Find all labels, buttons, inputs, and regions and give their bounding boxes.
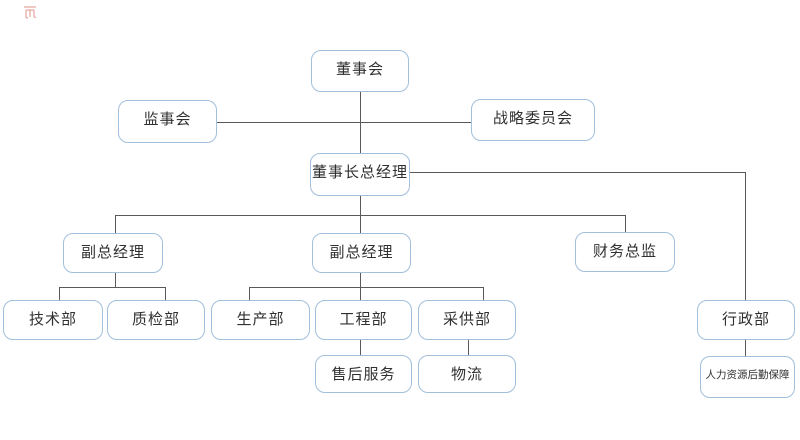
connector-left-sub-bus — [59, 287, 165, 289]
org-node-label-admin-dept: 行政部 — [721, 312, 770, 328]
connector-mid-sub-bus — [249, 287, 483, 289]
connector-bus-to-deputy-left — [115, 215, 117, 233]
org-node-admin-dept: 行政部 — [697, 300, 795, 340]
org-node-strategy-committee: 战略委员会 — [471, 99, 595, 141]
connector-board-to-chairman — [360, 92, 362, 153]
org-node-production-dept: 生产部 — [211, 300, 310, 340]
org-node-chairman-gm: 董事长总经理 — [310, 153, 410, 196]
connector-engineering-to-aftersales — [360, 340, 362, 355]
org-node-label-procurement-dept: 采供部 — [442, 312, 491, 328]
org-node-label-production-dept: 生产部 — [236, 312, 285, 328]
connector-bus-to-tech-dept — [59, 287, 61, 300]
connector-right-trunk-v-to-admin — [745, 172, 747, 300]
org-node-label-logistics: 物流 — [450, 367, 483, 383]
org-node-after-sales: 售后服务 — [315, 355, 412, 393]
org-node-board: 董事会 — [311, 50, 409, 92]
org-node-label-strategy-committee: 战略委员会 — [492, 111, 573, 127]
org-node-qc-dept: 质检部 — [107, 300, 205, 340]
org-node-label-board: 董事会 — [335, 62, 384, 78]
org-node-label-chairman-gm: 董事长总经理 — [311, 165, 408, 181]
org-node-label-deputy-gm-mid: 副总经理 — [329, 245, 394, 261]
org-node-label-hr-logistics-support: 人力资源后勤保障 — [705, 370, 790, 381]
connector-bus-to-procurement-dept — [483, 287, 485, 300]
org-node-label-finance-director: 财务总监 — [592, 244, 657, 260]
org-node-procurement-dept: 采供部 — [418, 300, 516, 340]
connector-deputy-left-down — [115, 273, 117, 287]
org-node-label-tech-dept: 技术部 — [28, 312, 77, 328]
org-node-finance-director: 财务总监 — [575, 232, 675, 272]
connector-chairman-down — [360, 196, 362, 233]
connector-procurement-to-logistics — [468, 340, 470, 355]
connector-deputy-mid-down — [360, 273, 362, 300]
connector-chairman-right-trunk-h — [410, 172, 746, 174]
org-node-label-after-sales: 售后服务 — [331, 367, 396, 383]
org-node-deputy-gm-mid: 副总经理 — [312, 233, 411, 273]
connector-admin-to-hr-support — [745, 340, 747, 356]
org-node-supervisory-board: 监事会 — [118, 100, 217, 143]
org-node-engineering-dept: 工程部 — [315, 300, 412, 340]
connector-level2-bus — [115, 215, 625, 217]
org-node-label-deputy-gm-left: 副总经理 — [80, 245, 145, 261]
org-node-label-qc-dept: 质检部 — [131, 312, 180, 328]
org-node-label-supervisory-board: 监事会 — [143, 112, 192, 128]
connector-bus-to-finance-director — [625, 215, 627, 232]
connector-bus-to-qc-dept — [165, 287, 167, 300]
org-node-logistics: 物流 — [418, 355, 516, 393]
org-node-label-engineering-dept: 工程部 — [339, 312, 388, 328]
red-watermark-icon — [24, 6, 37, 19]
org-node-hr-logistics-support: 人力资源后勤保障 — [700, 356, 795, 398]
org-node-deputy-gm-left: 副总经理 — [63, 233, 163, 273]
connector-bus-to-production-dept — [249, 287, 251, 300]
org-node-tech-dept: 技术部 — [3, 300, 103, 340]
connector-supervisory-to-strategy — [217, 122, 471, 124]
